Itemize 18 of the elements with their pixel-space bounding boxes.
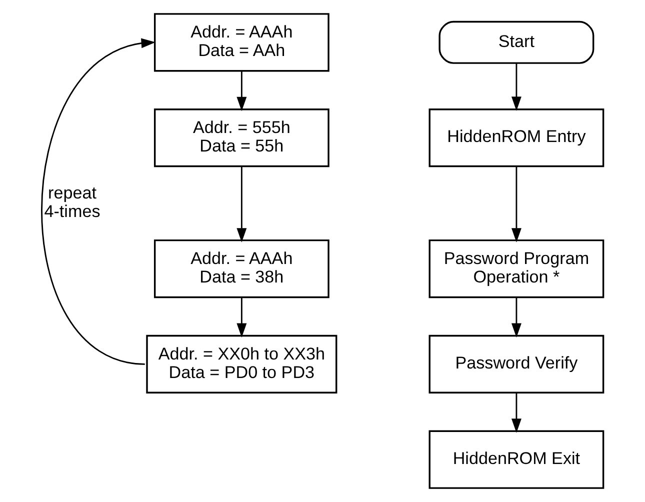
edge-label: repeat 4-times (44, 183, 100, 221)
node-box: Addr. = 555h Data = 55h (154, 108, 330, 168)
node-box: Addr. = AAAh Data = AAh (154, 13, 330, 72)
arrow (236, 297, 247, 338)
arrow (41, 38, 156, 365)
node-box: Password Verify (428, 334, 604, 394)
arrow (511, 392, 522, 433)
node-box: HiddenROM Entry (428, 108, 604, 168)
arrow (511, 166, 522, 242)
node-box: Password Program Operation * (428, 239, 604, 298)
node-box: HiddenROM Exit (428, 430, 604, 489)
node-box: Addr. = AAAh Data = 38h (154, 239, 330, 298)
node-box: Addr. = XX0h to XX3h Data = PD0 to PD3 (146, 334, 338, 394)
arrow (236, 71, 247, 112)
node-box: Start (438, 20, 594, 64)
arrow (511, 297, 522, 338)
arrow (236, 166, 247, 242)
arrow (511, 63, 522, 111)
